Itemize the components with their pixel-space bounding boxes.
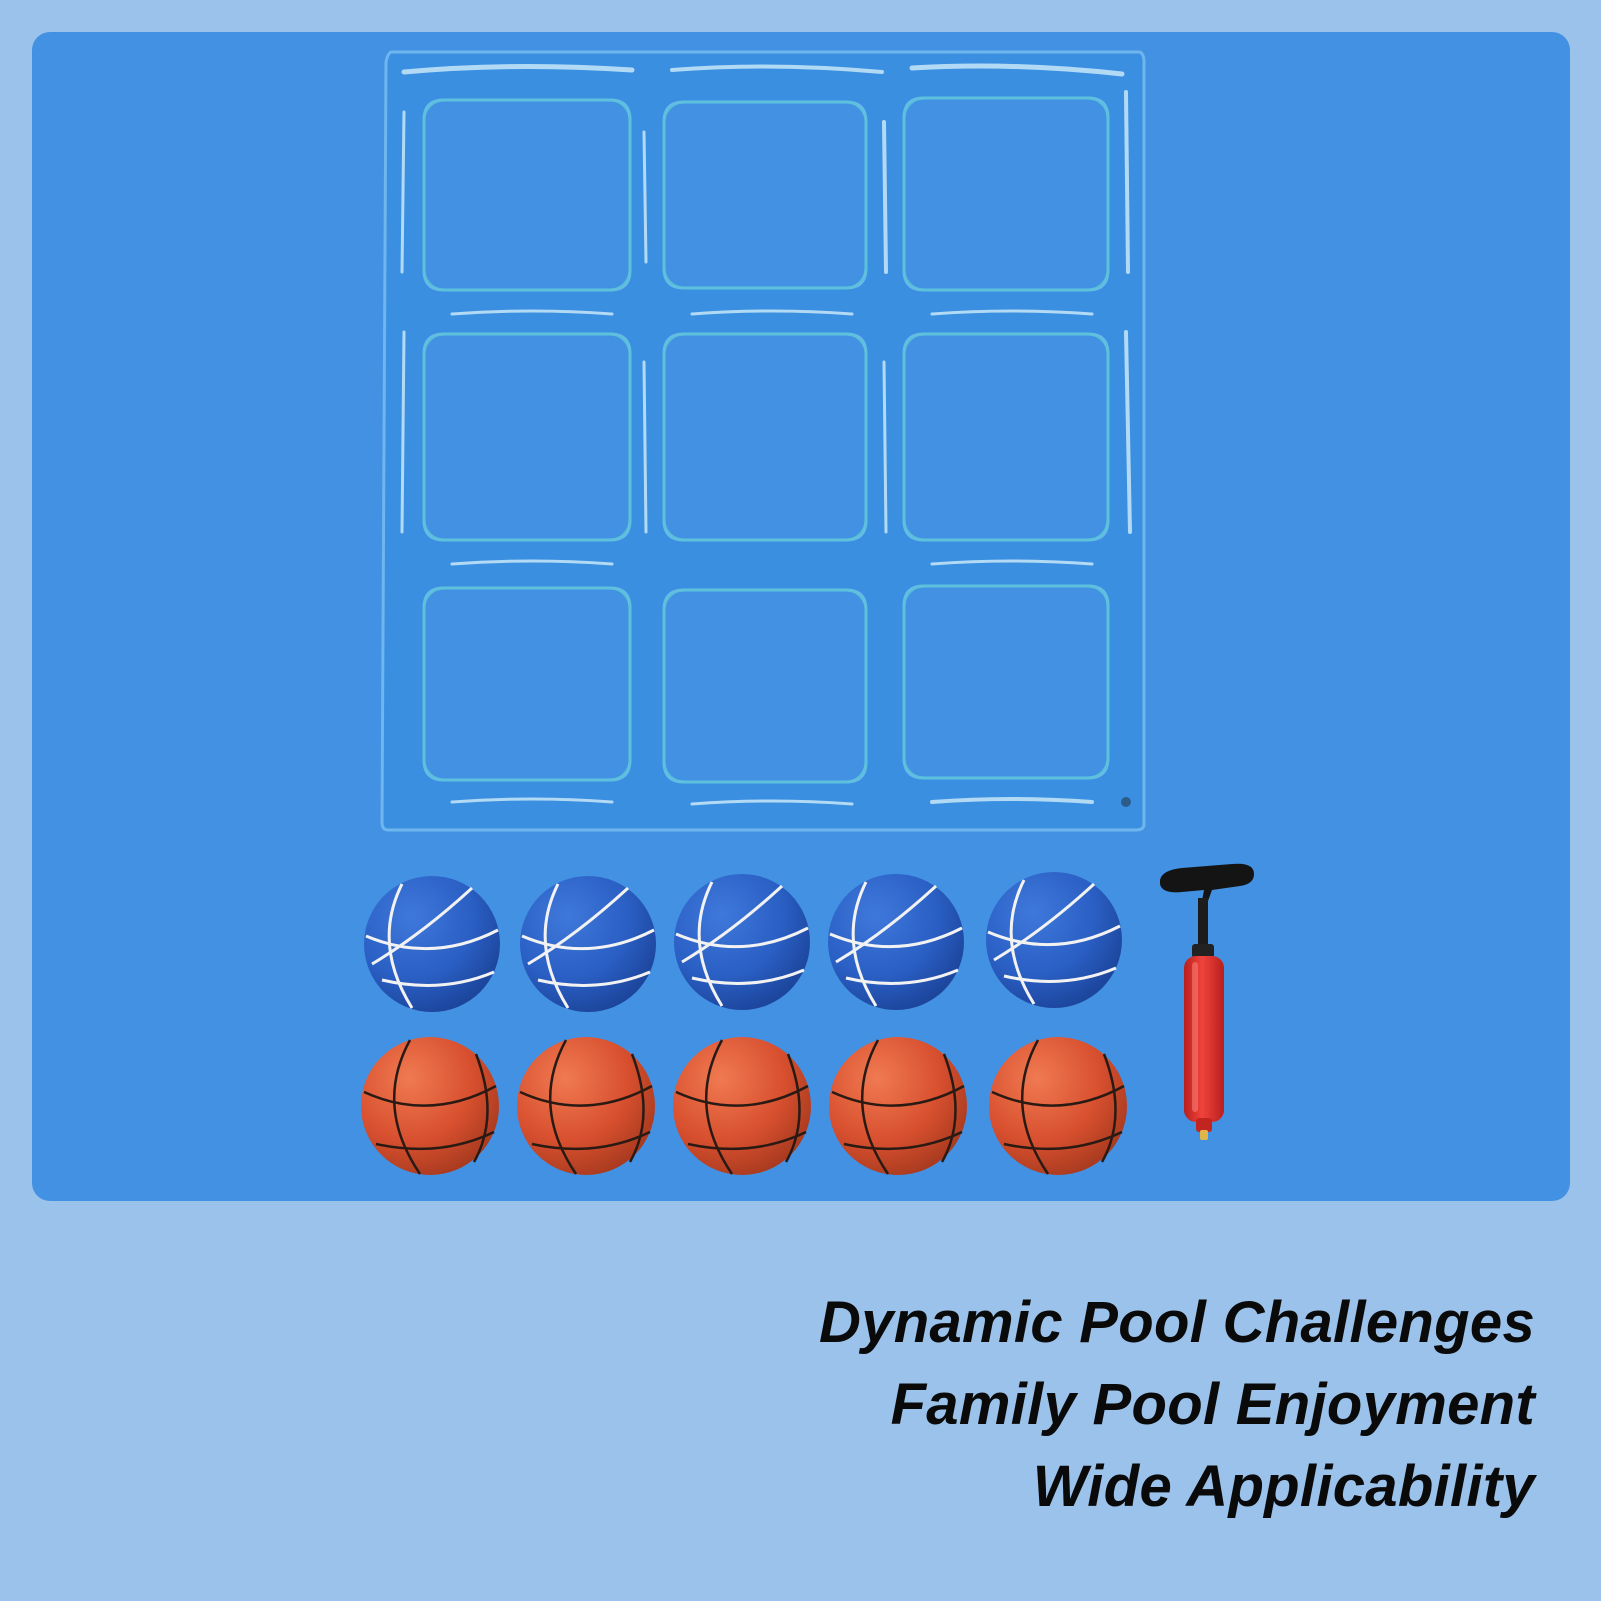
pump-nozzle bbox=[1196, 1118, 1212, 1132]
product-photo-panel bbox=[32, 32, 1570, 1201]
pump-handle bbox=[1160, 863, 1254, 912]
blue-balls bbox=[364, 872, 1122, 1012]
pump-cap bbox=[1192, 944, 1214, 958]
product-scene bbox=[361, 50, 1254, 1175]
grid-frame bbox=[380, 50, 1146, 832]
inflatable-grid bbox=[380, 50, 1146, 832]
red-ball-1 bbox=[361, 1037, 499, 1175]
red-balls bbox=[361, 1037, 1127, 1175]
pump-body bbox=[1184, 956, 1224, 1122]
grid-valve bbox=[1121, 797, 1131, 807]
blue-ball-4 bbox=[828, 874, 964, 1010]
red-ball-3 bbox=[673, 1037, 811, 1175]
red-ball-2 bbox=[517, 1037, 655, 1175]
blue-ball-3 bbox=[674, 874, 810, 1010]
feature-line-1: Dynamic Pool Challenges bbox=[819, 1290, 1535, 1355]
blue-ball-2 bbox=[520, 876, 656, 1012]
grid-highlights bbox=[400, 63, 1132, 806]
feature-list: Dynamic Pool Challenges Family Pool Enjo… bbox=[819, 1282, 1535, 1528]
feature-line-2: Family Pool Enjoyment bbox=[890, 1372, 1535, 1437]
blue-ball-5 bbox=[986, 872, 1122, 1008]
grid-cell-edges bbox=[422, 96, 1110, 784]
hand-pump-icon bbox=[1160, 863, 1254, 1140]
red-ball-5 bbox=[989, 1037, 1127, 1175]
blue-ball-1 bbox=[364, 876, 500, 1012]
feature-line-3: Wide Applicability bbox=[1032, 1454, 1535, 1519]
red-ball-4 bbox=[829, 1037, 967, 1175]
pump-rod bbox=[1198, 898, 1208, 948]
